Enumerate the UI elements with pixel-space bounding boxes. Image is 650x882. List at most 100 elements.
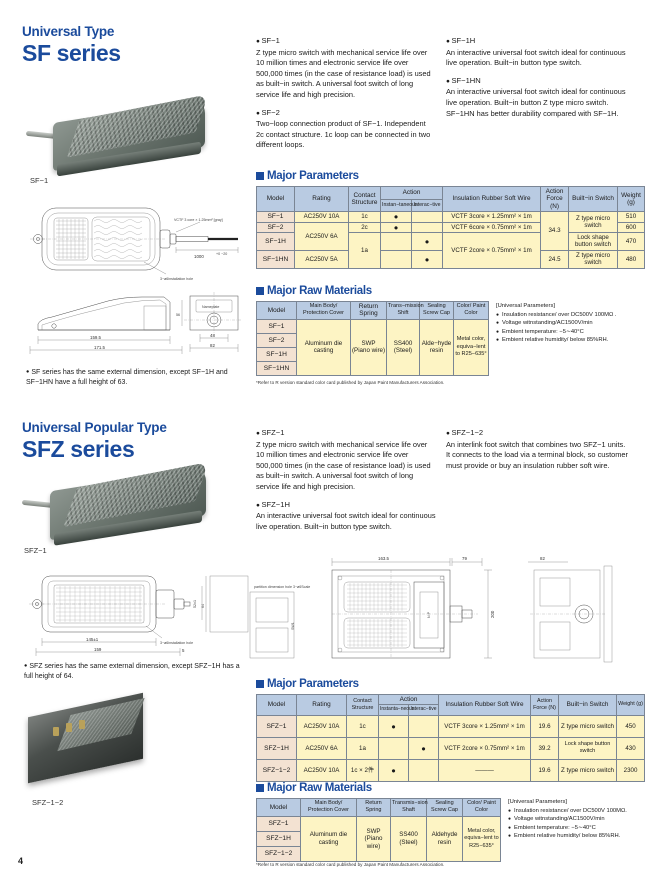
th-shaft: Trans−mission Shift: [386, 301, 424, 320]
th-instantaneous: Instanta−neous: [378, 704, 414, 716]
th-wire: Insulation Rubber Soft Wire: [438, 694, 532, 716]
th-spring: Return Spring: [356, 798, 391, 817]
th-shaft: Transmis−sion Shaft: [390, 798, 428, 817]
cell-interactive: [407, 758, 440, 782]
th-color: Color/ Paint Color: [453, 301, 489, 320]
desc-text-sfz12: An interlink foot switch that combines t…: [446, 439, 628, 470]
desc-model-sf1: SF−1: [256, 36, 280, 45]
universal-param-item: Voltage witnstanding/AC1500V/min: [496, 319, 646, 327]
cell-model: SF−1HN: [256, 360, 297, 376]
th-contact: Contact Structure: [346, 694, 379, 716]
cell-model: SFZ−1: [256, 714, 297, 738]
universal-param-item: Embient temperature: −5∼40°C: [496, 328, 646, 336]
section-title: SF series: [22, 40, 121, 66]
cell-switch: Lock shape button switch: [568, 232, 619, 251]
desc-text-sf2: Two−loop connection product of SF−1. Ind…: [256, 119, 431, 150]
svg-text:+0 −20: +0 −20: [216, 252, 227, 256]
cell-contact: 1a: [348, 232, 381, 269]
table-row: SFZ−1 AC250V 10A 1c ● VCTF 3core × 1.25m…: [256, 714, 646, 738]
cell-rating: AC250V 5A: [294, 249, 349, 269]
th-model: Model: [256, 798, 301, 817]
table-heading-sf-parameters: Major Parameters: [256, 170, 359, 182]
drawing-dim-159: 159.5: [90, 335, 102, 340]
desc-model-sf1h: SF−1H: [446, 36, 475, 45]
th-force: Action Force (N): [540, 185, 570, 213]
section-subtitle: Universal Popular Type: [22, 420, 167, 435]
drawing-dim-159-sfz: 159: [94, 647, 102, 652]
th-body: Main Body/ Protection Cover: [300, 798, 357, 817]
universal-param-item: Voltage witnstanding/AC1500V/min: [508, 815, 648, 823]
cell-body: Aluminum die casting: [296, 318, 351, 376]
th-cap: Sealing Screw Cap: [419, 301, 454, 320]
table-row: SFZ−1−2: [256, 845, 501, 862]
th-color: Color/ Paint Color: [462, 798, 501, 817]
cell-rating: AC250V 6A: [294, 221, 349, 251]
table-sf-materials: Model Main Body/ Protection Cover Return…: [256, 301, 489, 376]
cell-model: SF−1: [256, 318, 297, 334]
cell-model: SF−2: [256, 332, 297, 348]
cell-model: SF−2: [256, 221, 295, 234]
cell-weight: 600: [617, 221, 646, 234]
th-model: Model: [256, 301, 297, 320]
cell-weight: 480: [617, 249, 646, 269]
description-column-sfz-right: SFZ−1−2 An interlink foot switch that co…: [446, 428, 630, 471]
cell-switch: Z type micro switch: [558, 714, 618, 738]
product-photo-sfz1: [21, 462, 222, 546]
desc-model-sfz12: SFZ−1−2: [446, 428, 483, 437]
cell-force: 19.6: [530, 714, 560, 738]
product-photo-sf1: [25, 94, 221, 176]
cell-instantaneous: ●: [378, 714, 409, 738]
section-title: SFZ series: [22, 436, 135, 462]
cell-rating: AC250V 10A: [294, 211, 349, 223]
section-heading-sfz: Universal Popular Type SFZ series: [22, 420, 167, 463]
photo-caption-sfz12: SFZ−1−2: [32, 798, 64, 807]
drawing-sf-side-view: 159.5 171.5 Nameplate 48 82 56: [24, 286, 250, 364]
svg-text:5: 5: [182, 648, 185, 653]
dimension-note-sfz: SFZ series has the same external dimensi…: [24, 662, 246, 681]
cell-spring: SWP (Piano wire): [356, 815, 391, 862]
cell-interactive: [410, 211, 444, 223]
desc-text-sf1h: An interactive universal foot switch ide…: [446, 47, 626, 68]
drawing-label-nameplate: Nameplate: [202, 305, 219, 309]
cell-instantaneous: ●: [380, 211, 412, 223]
dimension-note-sf: SF series has the same external dimensio…: [26, 368, 244, 387]
desc-model-sfz1: SFZ−1: [256, 428, 284, 437]
th-switch: Built−in Switch: [568, 185, 619, 213]
table-header-row: Model Main Body/ Protection Cover Return…: [256, 798, 501, 817]
table-row: SF−1 Aluminum die casting SWP (Piano wir…: [256, 318, 489, 376]
cell-force: 39.2: [530, 736, 560, 760]
universal-params-sfz: [Universal Parameters] Insulation resist…: [508, 798, 648, 841]
th-interactive: Interac−tive: [407, 704, 440, 716]
cell-force: 34.3: [540, 211, 570, 251]
drawing-sf-top-view: VCTF 3 core × 1.25mm² [gray] 1000 +0 −20…: [24, 198, 250, 290]
cell-rating: AC250V 10A: [296, 714, 347, 738]
cell-instantaneous: [380, 249, 412, 269]
desc-text-sfz1: Z type micro switch with mechanical serv…: [256, 439, 431, 491]
desc-model-sf2: SF−2: [256, 108, 280, 117]
table-row: SF−2 AC250V 6A 2c ● VCTF 6core × 0.75mm²…: [256, 221, 646, 251]
drawing-dim-171: 171.5: [94, 345, 106, 350]
drawing-label-cord: VCTF 3 core × 1.25mm² [gray]: [174, 218, 223, 222]
description-column-sf-right: SF−1H An interactive universal foot swit…: [446, 36, 628, 119]
cell-force: 19.6: [530, 758, 560, 782]
table-row: SF−1 AC250V 10A 1c ● VCTF 3core × 1.25mm…: [256, 211, 646, 251]
th-instantaneous: Instan−taneous: [380, 198, 418, 213]
drawing-dim-200: 200: [490, 610, 495, 618]
cell-model: SFZ−1: [256, 815, 301, 832]
cell-contact: 1c: [346, 714, 379, 738]
th-body: Main Body/ Protection Cover: [296, 301, 351, 320]
th-model: Model: [256, 694, 297, 716]
desc-text-sfz1h: An interactive universal foot switch ide…: [256, 511, 436, 531]
section-subtitle: Universal Type: [22, 24, 115, 39]
cell-weight: 470: [617, 232, 646, 251]
page-number: 4: [18, 856, 24, 866]
cell-model: SFZ−1−2: [256, 845, 301, 862]
table-header-row-2: Instan−taneous Interac−tive: [257, 198, 645, 213]
cell-shaft: SS400 (Steel): [386, 318, 420, 376]
table-row: SF−2: [256, 332, 489, 348]
th-interactive: Interac−tive: [410, 198, 444, 213]
table-row: SFZ−1H AC250V 6A 1a ● VCTF 2core × 0.75m…: [256, 736, 646, 760]
cell-interactive: [410, 221, 444, 234]
photo-caption-sf1: SF−1: [30, 176, 49, 185]
product-photo-sfz12: [20, 692, 148, 783]
